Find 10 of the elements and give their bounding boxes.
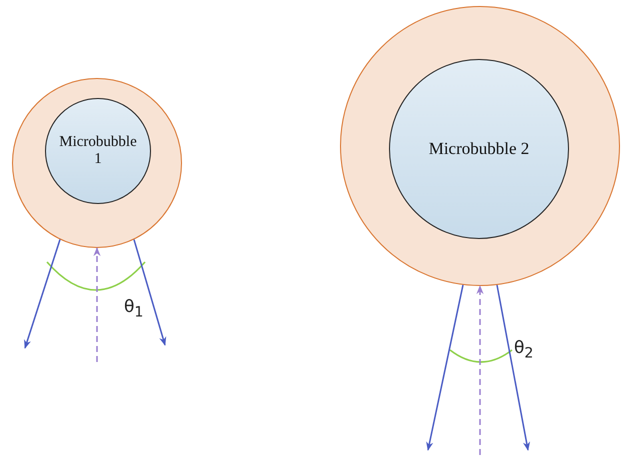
arrow [476, 285, 484, 455]
arrow [24, 239, 61, 349]
bubble-label: Microbubble 2 [428, 139, 530, 159]
bubble-label: Microbubble 1 [58, 134, 138, 168]
arrow [496, 284, 530, 451]
angle-label: θ$_{2}$ [514, 338, 534, 362]
angle-label: θ$_{1}$ [124, 297, 144, 320]
arrow [93, 247, 101, 362]
arrow [133, 239, 166, 346]
arrow [426, 284, 464, 451]
